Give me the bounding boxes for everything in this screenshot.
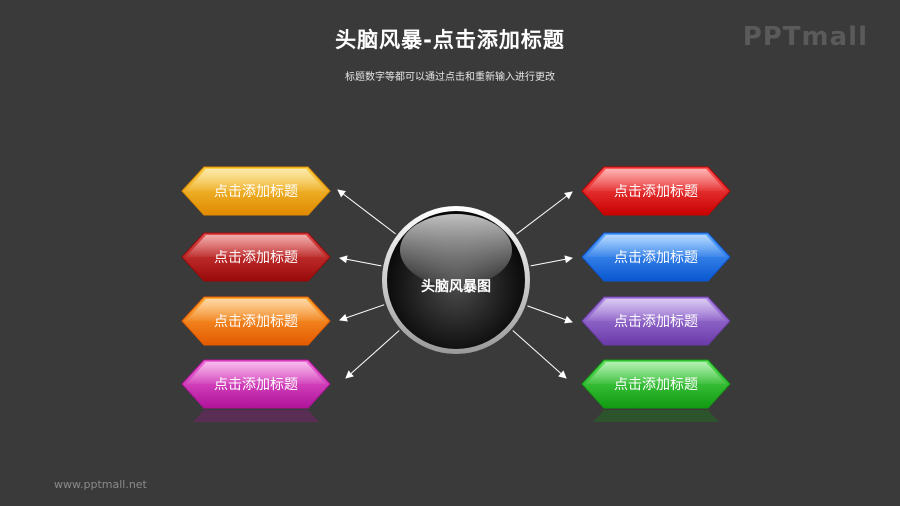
left-topic-node-1[interactable]: 点击添加标题 (181, 166, 331, 216)
right-arrow-3 (527, 305, 573, 324)
reflection-group (580, 410, 732, 462)
topic-label: 点击添加标题 (214, 250, 298, 266)
hexagon-gloss (586, 299, 726, 321)
connector-arrows (337, 189, 573, 379)
page-title: 头脑风暴-点击添加标题 (335, 28, 565, 52)
hexagon-gloss (186, 299, 326, 321)
reflection-group (180, 410, 332, 462)
hexagon-gloss (186, 235, 326, 257)
left-arrow-1 (337, 189, 396, 235)
page-subtitle: 标题数字等都可以通过点击和重新输入进行更改 (345, 72, 555, 83)
topic-label: 点击添加标题 (214, 184, 298, 200)
topic-label: 点击添加标题 (614, 377, 698, 393)
right-arrow-2 (530, 255, 573, 267)
center-label: 头脑风暴图 (421, 278, 491, 295)
hexagon-gloss (586, 235, 726, 257)
left-arrow-2 (339, 255, 382, 267)
hexagon-gloss (586, 362, 726, 384)
right-topic-node-1[interactable]: 点击添加标题 (581, 166, 731, 216)
left-arrow-3 (339, 304, 385, 322)
footer-url: www.pptmall.net (54, 478, 147, 491)
topic-label: 点击添加标题 (614, 250, 698, 266)
center-sphere[interactable]: 头脑风暴图 (382, 206, 530, 354)
hexagon-gloss (586, 169, 726, 191)
left-topic-node-3[interactable]: 点击添加标题 (181, 296, 331, 346)
left-arrow-4 (345, 330, 400, 379)
right-arrow-1 (516, 191, 573, 235)
right-topic-node-3[interactable]: 点击添加标题 (581, 296, 731, 346)
topic-label: 点击添加标题 (614, 184, 698, 200)
right-topic-node-2[interactable]: 点击添加标题 (581, 232, 731, 282)
right-topic-node-4[interactable]: 点击添加标题 (581, 359, 731, 409)
left-topic-node-2[interactable]: 点击添加标题 (181, 232, 331, 282)
center-gloss (400, 214, 512, 286)
left-topic-node-4[interactable]: 点击添加标题 (181, 359, 331, 409)
hexagon-gloss (186, 169, 326, 191)
topic-label: 点击添加标题 (214, 377, 298, 393)
topic-label: 点击添加标题 (214, 314, 298, 330)
topic-label: 点击添加标题 (614, 314, 698, 330)
brand-logo: PPTmall (742, 22, 868, 52)
hexagon-gloss (186, 362, 326, 384)
reflection-fade (580, 422, 732, 462)
reflection-fade (180, 422, 332, 462)
topic-nodes: 点击添加标题点击添加标题点击添加标题点击添加标题点击添加标题点击添加标题点击添加… (180, 166, 732, 462)
right-arrow-4 (512, 330, 567, 379)
